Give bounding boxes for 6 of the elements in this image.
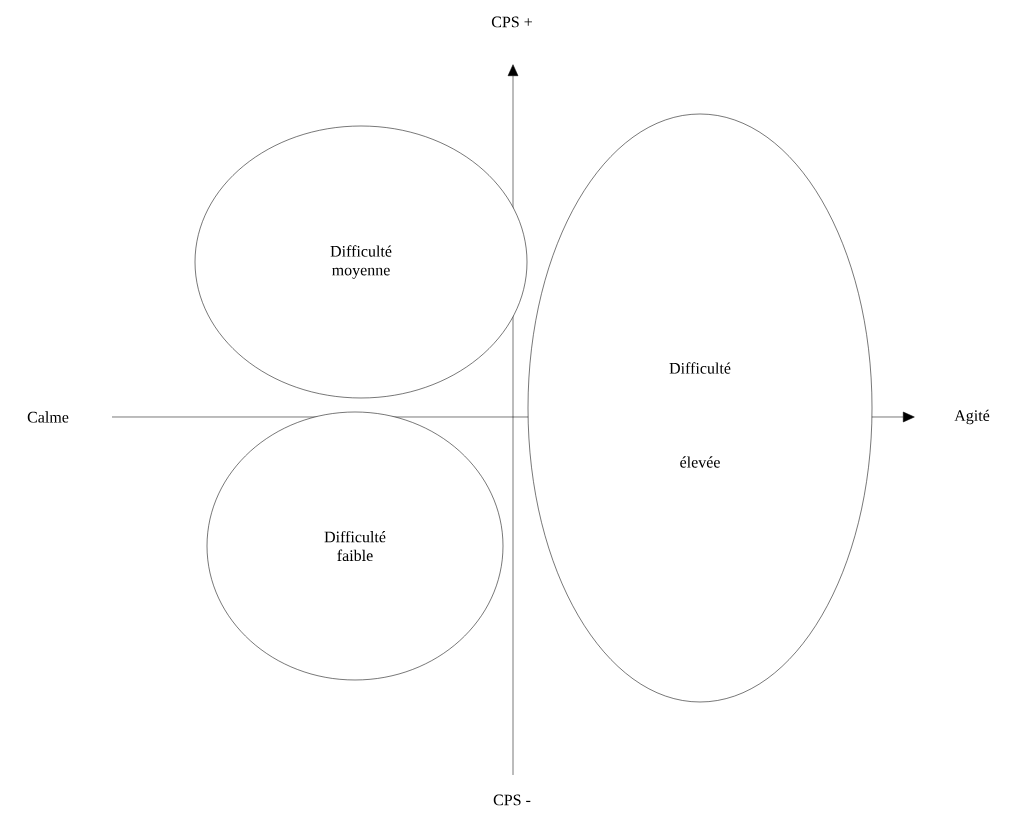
axis-label: CPS - [493,794,531,806]
axis-label: Calme [27,411,69,423]
ellipse-region: Difficulté faible [206,411,504,681]
axis-label: Agité [954,409,990,425]
ellipse-region: Difficulté moyenne [194,125,528,399]
axis-label: CPS + [491,16,532,28]
